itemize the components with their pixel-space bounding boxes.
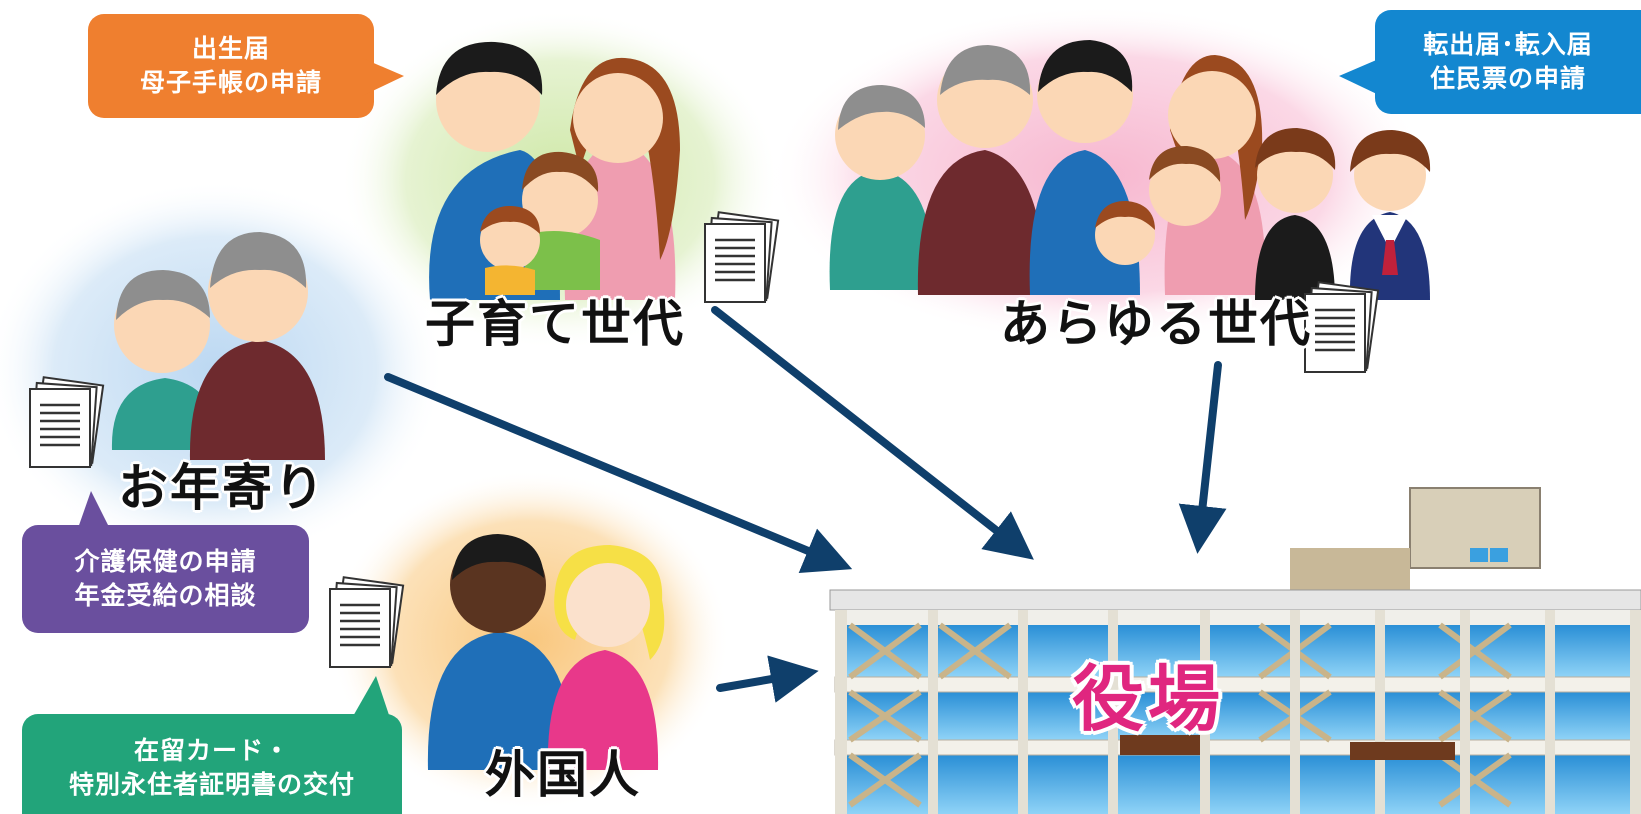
bubble-residence-line2: 特別永住者証明書の交付 bbox=[68, 770, 355, 799]
bubble-moving-line2: 住民票の申請 bbox=[1429, 64, 1586, 93]
label-elderly: お年寄り bbox=[118, 459, 326, 517]
bubble-residence-line1: 在留カード・ bbox=[133, 736, 290, 765]
bubble-moving: 転出届･転入届 住民票の申請 bbox=[1339, 10, 1641, 114]
bubble-birth-tail bbox=[362, 58, 404, 96]
foreign-couple-illustration bbox=[427, 534, 665, 770]
bubble-care: 介護保健の申請 年金受給の相談 bbox=[22, 491, 309, 633]
bubble-care-line2: 年金受給の相談 bbox=[74, 581, 257, 610]
arrow-elderly-to-office bbox=[384, 373, 853, 573]
bubble-birth-line2: 母子手帳の申請 bbox=[139, 68, 322, 97]
bubble-moving-line1: 転出届･転入届 bbox=[1423, 30, 1593, 59]
bubble-care-tail bbox=[77, 491, 111, 531]
all-generations-family-illustration bbox=[829, 40, 1431, 300]
bubble-birth-line1: 出生届 bbox=[191, 34, 270, 63]
document-icon-child-rearing bbox=[703, 210, 780, 304]
flow-arrows bbox=[384, 306, 1227, 703]
bubble-residence-tail bbox=[352, 676, 390, 718]
child-rearing-family-illustration bbox=[429, 41, 680, 300]
bubble-care-line1: 介護保健の申請 bbox=[74, 547, 257, 576]
document-icon-elderly bbox=[28, 375, 105, 469]
bubble-moving-tail bbox=[1339, 58, 1381, 96]
label-all-generations: あらゆる世代 bbox=[1000, 295, 1312, 353]
elderly-couple-illustration bbox=[111, 232, 325, 460]
label-foreigners: 外国人 bbox=[485, 746, 641, 804]
document-icon-foreigners bbox=[328, 575, 405, 669]
document-icon-all-generations bbox=[1303, 280, 1380, 374]
arrow-all-generations-to-office bbox=[1178, 361, 1227, 554]
label-child-rearing: 子育て世代 bbox=[425, 295, 685, 353]
bubble-residence: 在留カード・ 特別永住者証明書の交付 bbox=[22, 676, 402, 814]
arrow-child-rearing-to-office bbox=[711, 306, 1034, 560]
label-town-office: 役場 bbox=[1072, 657, 1225, 741]
arrow-foreigners-to-office bbox=[716, 655, 819, 703]
bubble-birth: 出生届 母子手帳の申請 bbox=[88, 14, 404, 118]
town-office-building bbox=[829, 487, 1641, 814]
